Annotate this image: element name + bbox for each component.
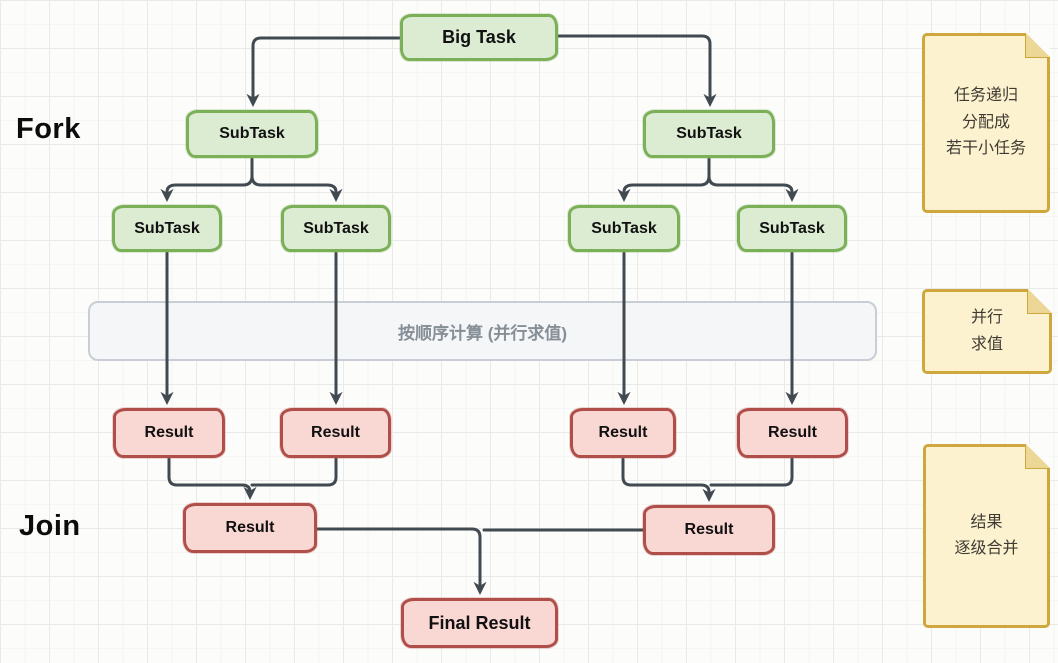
sticky-note-text: 结果 逐级合并 [954, 513, 1019, 557]
node-subtask-left: SubTask [186, 110, 318, 158]
node-result-1: Result [113, 408, 225, 458]
node-subtask-left-2: SubTask [281, 205, 391, 252]
sticky-note-join: 结果 逐级合并 [923, 444, 1050, 628]
node-big-task: Big Task [400, 14, 558, 61]
band-label: 按顺序计算 (并行求值) [397, 323, 568, 343]
node-label: SubTask [134, 219, 200, 237]
sticky-note-text: 并行 求值 [970, 309, 1003, 353]
sticky-note-text: 任务递归 分配成 若干小任务 [945, 87, 1026, 158]
node-label: Big Task [442, 27, 516, 47]
node-result-merged-right: Result [643, 505, 775, 555]
node-result-3: Result [570, 408, 676, 458]
node-label: Result [144, 424, 194, 441]
node-result-2: Result [280, 408, 391, 458]
node-subtask-right-2: SubTask [737, 205, 847, 252]
sticky-note-fork: 任务递归 分配成 若干小任务 [922, 33, 1050, 213]
node-label: SubTask [219, 125, 285, 142]
node-label: Final Result [428, 612, 531, 633]
node-subtask-right: SubTask [643, 110, 775, 158]
node-result-4: Result [737, 408, 848, 458]
sequential-compute-band: 按顺序计算 (并行求值) [88, 301, 877, 361]
sticky-note-parallel: 并行 求值 [922, 289, 1052, 374]
node-label: SubTask [676, 125, 742, 142]
join-phase-label: Join [19, 510, 81, 542]
node-label: Result [311, 424, 360, 441]
node-label: Result [684, 521, 734, 538]
fork-phase-label: Fork [16, 113, 81, 145]
node-subtask-left-1: SubTask [112, 205, 222, 252]
node-label: Result [225, 519, 275, 536]
node-label: SubTask [303, 219, 369, 237]
node-subtask-right-1: SubTask [568, 205, 680, 252]
node-label: Result [598, 424, 648, 441]
node-result-merged-left: Result [183, 503, 317, 553]
node-final-result: Final Result [401, 598, 558, 648]
node-label: SubTask [759, 219, 825, 237]
node-label: Result [768, 424, 817, 441]
node-label: SubTask [591, 219, 657, 237]
